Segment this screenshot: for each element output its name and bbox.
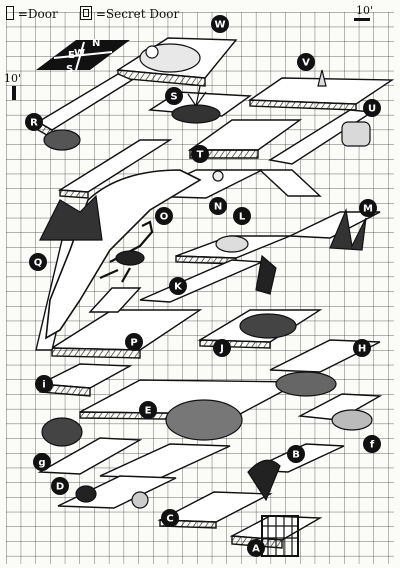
room-label-j: J [219,344,224,355]
room-label-q: Q [34,258,43,269]
room-marker-k [169,277,187,295]
small-figure-icon [212,170,224,182]
bird-icon [75,485,97,503]
room-marker-h [353,339,371,357]
scale-left: 10' [4,72,22,85]
room-marker-c [161,509,179,527]
cat-icon [239,313,297,339]
castle-icon [39,194,103,241]
compass-w: W [74,48,85,59]
secret-door-icon [80,6,92,20]
room-label-w: W [214,20,225,31]
legend-door-label: =Door [17,7,58,21]
scale-bar-top [354,18,370,21]
plant-icon [171,104,221,124]
room-label-s: S [170,92,177,103]
room-label-o: O [160,212,169,223]
door-icon [6,6,14,20]
room-label-i: i [42,380,45,391]
room-marker-j [213,339,231,357]
tortoise-icon [165,399,243,441]
scale-bar-left [12,86,16,100]
portcullis-icon [261,515,299,557]
room-label-h: H [358,344,366,355]
room-label-n: N [214,202,222,213]
scale-top: 10' [356,4,374,17]
room-marker-b [287,445,305,463]
room-label-p: P [130,338,137,349]
creatures [39,43,373,557]
room-marker-i [35,375,53,393]
room-marker-n [209,197,227,215]
room-marker-t [191,145,209,163]
room-label-k: K [174,282,183,293]
room-marker-f [363,435,381,453]
room-marker-o [155,207,173,225]
room-label-e: E [145,406,152,417]
room-marker-d [51,477,69,495]
room-label-l: L [239,212,246,223]
room-marker-l [233,207,251,225]
legend-door: =Door [6,6,58,21]
room-marker-s [165,87,183,105]
room-label-t: T [197,150,204,161]
demon-icon [255,254,277,295]
room-label-r: R [30,118,38,129]
room-label-b: B [292,450,300,461]
boar-icon [215,235,249,253]
room-marker-v [297,53,315,71]
room-label-f: f [370,440,375,451]
legend-secret-door: =Secret Door [80,6,179,21]
room-marker-u [363,99,381,117]
winged-creature-icon [43,129,81,151]
compass-n: N [92,38,100,49]
room-marker-p [125,333,143,351]
room-marker-w [211,15,229,33]
room-label-a: A [252,544,260,555]
compass-s: S [66,64,73,75]
room-label-v: V [302,58,310,69]
room-marker-m [359,199,377,217]
snail-icon [131,491,149,509]
thorn-plant-icon [329,207,367,251]
room-label-u: U [368,104,376,115]
frog-icon [41,417,83,447]
room-marker-q [29,253,47,271]
compass-rose: N E S W [36,38,130,75]
legend-secret-door-label: =Secret Door [95,7,180,21]
shell-icon [331,409,373,431]
rock-icon [275,371,337,397]
statue-icon [317,69,327,87]
room-marker-e [139,401,157,419]
room-label-g: g [38,458,45,469]
compass-e: E [68,50,75,61]
room-markers: A B C D Ef g Hi J K L M N O P Q R S T U V W [25,15,381,557]
crow-icon [247,459,281,502]
room-label-m: M [363,204,373,215]
room-marker-g [33,453,51,471]
room-label-d: D [56,482,64,493]
room-marker-r [25,113,43,131]
chest-icon [341,121,371,147]
room-marker-a [247,539,265,557]
room-label-c: C [166,514,173,525]
